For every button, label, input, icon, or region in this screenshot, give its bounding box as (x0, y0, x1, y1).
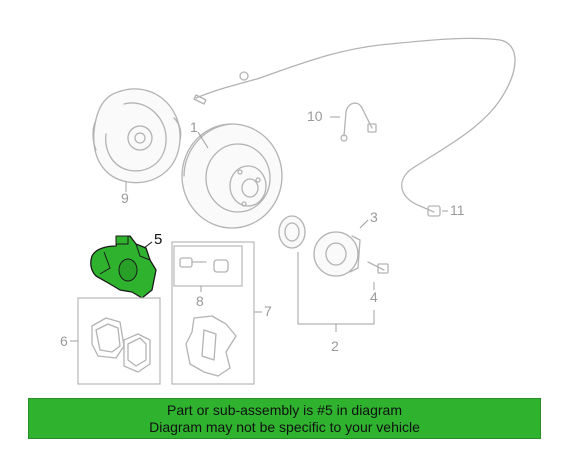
callout-11: 11 (450, 202, 465, 218)
brake-rotor-part[interactable] (181, 123, 283, 229)
callout-7: 7 (264, 303, 272, 319)
callout-6: 6 (60, 333, 68, 349)
dust-shield-part[interactable] (92, 88, 182, 184)
callout-1: 1 (190, 119, 198, 135)
callout-5: 5 (154, 231, 162, 248)
callout-2: 2 (331, 338, 339, 354)
brake-caliper-part[interactable] (90, 235, 157, 299)
brake-hose-part[interactable] (340, 102, 377, 142)
callout-9: 9 (121, 190, 129, 206)
callout-3: 3 (370, 209, 378, 225)
box-8 (173, 245, 243, 287)
callout-8: 8 (196, 293, 204, 309)
box-7 (171, 241, 255, 385)
wheel-bearing-part[interactable] (278, 215, 306, 249)
guide-pin-part[interactable] (179, 257, 229, 273)
hub-bolt-part[interactable] (367, 261, 389, 274)
part-info-banner: Part or sub-assembly is #5 in diagram Di… (28, 398, 541, 439)
wheel-hub-part[interactable] (313, 231, 361, 277)
brake-pads-part[interactable] (91, 317, 151, 373)
abs-sensor-wire-part[interactable] (193, 37, 516, 217)
callout-4: 4 (370, 289, 378, 305)
callout-10: 10 (307, 108, 323, 124)
banner-line-2: Diagram may not be specific to your vehi… (149, 418, 420, 435)
banner-line-1: Part or sub-assembly is #5 in diagram (167, 401, 402, 418)
caliper-bracket-part[interactable] (185, 315, 237, 377)
